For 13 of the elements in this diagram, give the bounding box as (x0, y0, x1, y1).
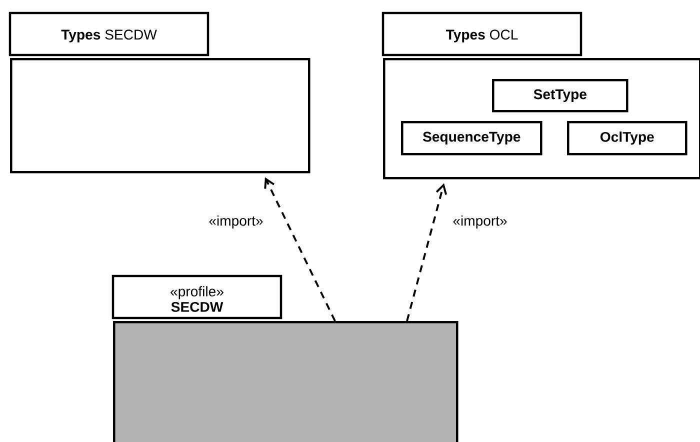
class-box: OclType (567, 121, 688, 156)
node-label: Types SECDW (61, 30, 157, 42)
dependency-arrow (264, 177, 336, 322)
dependency-arrow (406, 183, 448, 322)
edge-label: «import» (207, 214, 265, 230)
node-label: «profile» (170, 286, 224, 300)
package-box: «profile» SECDW (112, 274, 458, 442)
node-label: SECDW (171, 302, 224, 312)
package-box: Types SECDW (8, 12, 310, 174)
class-box: SequenceType (401, 121, 542, 156)
edge-label: «import» (451, 214, 509, 230)
class-box: SetType (492, 79, 628, 112)
node-label: Types OCL (446, 30, 518, 42)
